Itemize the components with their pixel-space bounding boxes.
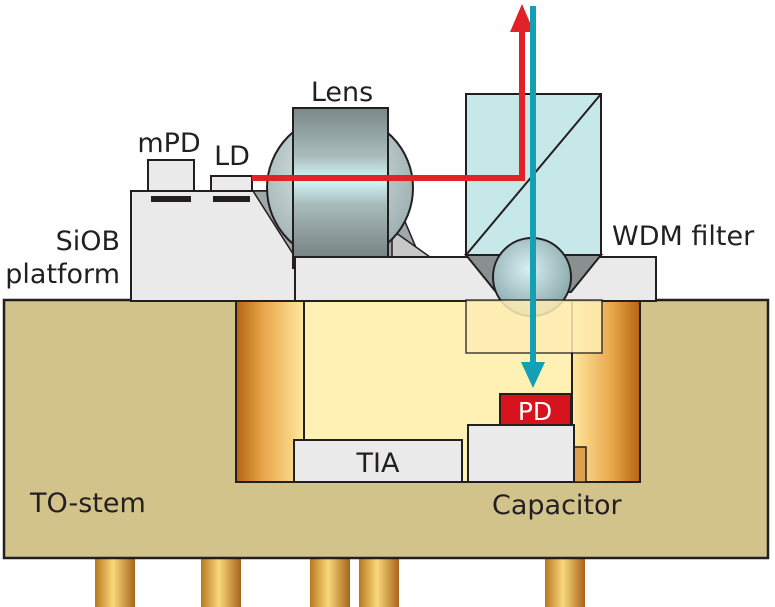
to-stem-label: TO-stem [29,488,146,519]
siob-label-line2: platform [5,259,120,290]
stem-pins [95,558,585,607]
siob-label-line1: SiOB [56,226,120,257]
wdm-filter-label: WDM filter [612,221,755,252]
stem-pin [545,558,585,607]
stem-pin [359,558,399,607]
lens-body [292,107,389,269]
tia-label: TIA [356,448,400,479]
transmit-beam [252,24,525,181]
ld-label: LD [214,141,250,172]
capacitor-label: Capacitor [492,490,623,521]
mpd-electrode [151,196,191,202]
stem-pin [310,558,350,607]
mpd-label: mPD [137,128,200,159]
pd-chip [499,393,572,426]
mpd-chip [147,159,195,192]
receive-beam-arrowhead [521,362,545,388]
lens-label: Lens [311,77,373,108]
stem-pin [95,558,135,607]
stem-pin [201,558,241,607]
ld-electrode [213,196,250,202]
tia-chip [293,439,463,483]
pd-label: PD [518,397,552,426]
transmit-beam-arrowhead [510,4,534,32]
capacitor-block [467,424,575,483]
ld-chip [210,175,253,192]
